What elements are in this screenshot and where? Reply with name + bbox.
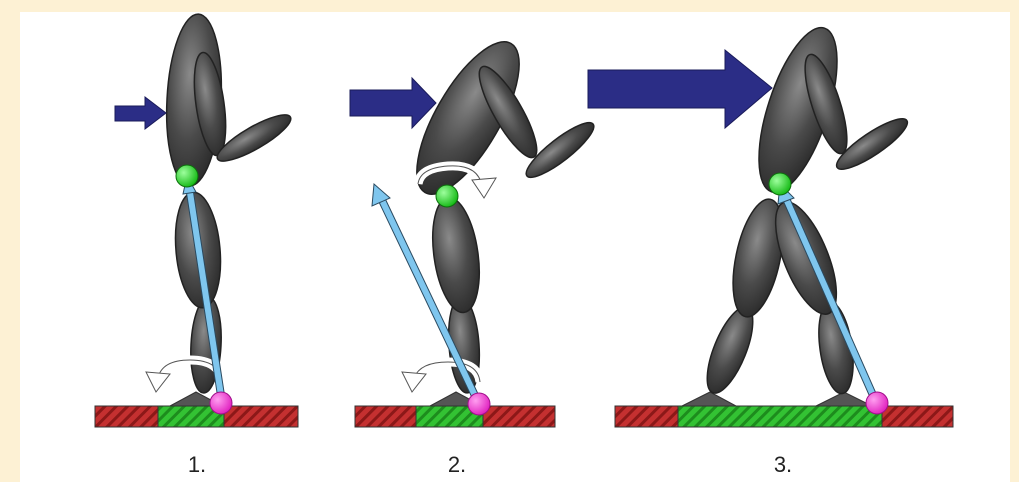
center-of-mass-marker-2 (435, 184, 459, 208)
stage-3 (587, 26, 954, 428)
upper-arm-3 (804, 53, 848, 155)
ground-right-2 (482, 405, 556, 428)
foot-1 (169, 391, 223, 407)
ground-left-1 (94, 405, 159, 428)
ground-right-1 (223, 405, 299, 428)
ground-left-2 (354, 405, 417, 428)
forearm-3 (835, 118, 909, 170)
forearm-1 (216, 114, 292, 162)
stage-label-2: 2. (447, 452, 467, 477)
ground-right-3 (881, 405, 954, 428)
center-of-pressure-marker (209, 391, 233, 415)
center-of-mass-marker (175, 164, 199, 188)
thigh-2 (432, 196, 480, 314)
ground-left-3 (614, 405, 679, 428)
center-of-pressure-marker-2 (467, 392, 491, 416)
center-of-pressure-marker-3 (865, 391, 889, 415)
stage-label-1: 1. (187, 452, 207, 477)
push-force-arrow-icon-2 (349, 76, 437, 130)
rotation-arrowhead-2b (401, 371, 427, 393)
thigh-3-back (732, 198, 784, 318)
push-force-arrow-icon-3 (587, 48, 773, 130)
upper-arm-2 (478, 65, 538, 159)
center-of-mass-marker-3 (768, 172, 792, 196)
rotation-arrowhead-2a (471, 177, 497, 199)
foot-3-front (815, 391, 873, 407)
push-force-arrow-icon (114, 95, 167, 131)
foot-3-back (681, 391, 737, 407)
forearm-2 (525, 121, 595, 179)
stage-2 (349, 41, 595, 428)
rotation-arrowhead-1 (145, 371, 171, 393)
stage-label-3: 3. (773, 452, 793, 477)
stage-1 (94, 13, 299, 428)
support-base-3 (677, 405, 883, 428)
